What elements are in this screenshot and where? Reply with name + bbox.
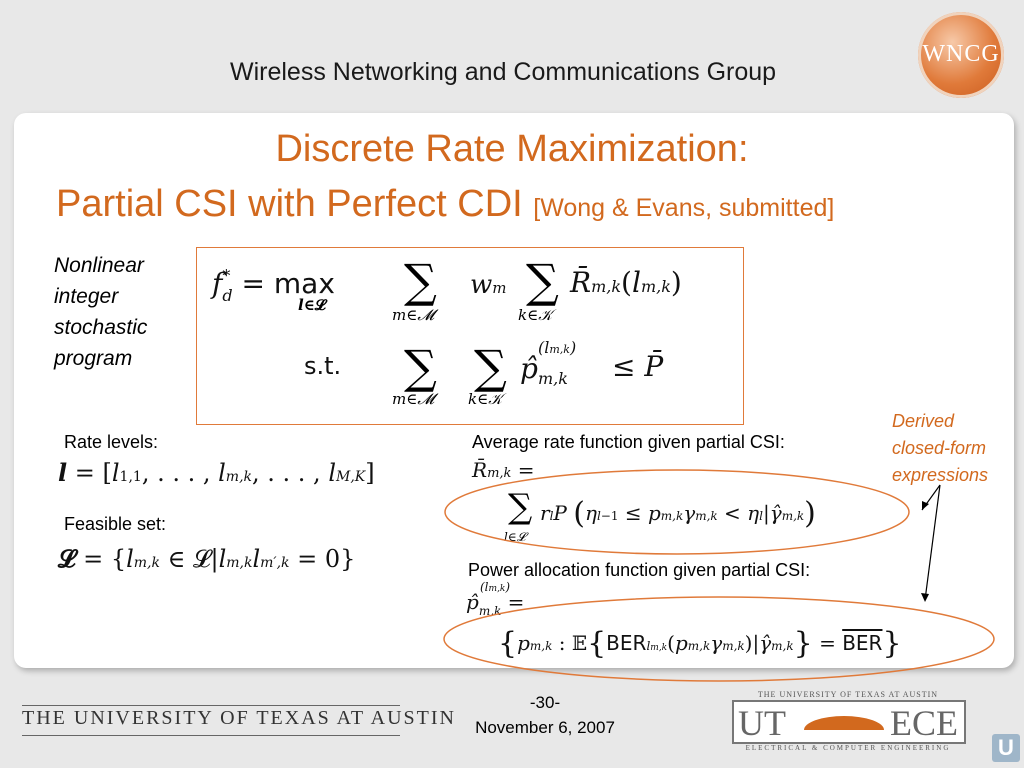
arrow-head-avg [922,501,929,510]
power-alloc-label: Power allocation function given partial … [468,560,811,580]
max-subscript: l∈𝓛 [298,296,326,314]
constraint-sum-m-symbol: ∑ [404,340,437,394]
page-info: -30- November 6, 2007 [460,690,630,740]
sum-k-symbol: ∑ [526,254,559,308]
feasible-set-label: Feasible set: [64,514,167,534]
derived-note: Derived closed-form expressions [892,411,989,485]
avg-rate-ellipse [444,469,910,555]
subject-to-label: s.t. [304,352,342,380]
feasible-set-expr: 𝓛 = {lm,k ∈ 𝓛|lm,klm′,k = 0} [58,544,356,573]
longhorn-icon [804,716,884,730]
side-note: Nonlinear integer stochastic program [54,254,148,370]
sum-m-index: m∈𝓜 [392,306,435,324]
page-number: -30- [529,693,561,712]
slide-date: November 6, 2007 [475,718,615,737]
nav-u-icon[interactable]: U [992,734,1020,762]
weight-term: wm [470,270,507,300]
constraint-sum-m-index: m∈𝓜 [392,390,435,408]
rate-levels-vector: l = [l1,1, . . . , lm,k, . . . , lM,K] [58,458,375,487]
avg-rate-label: Average rate function given partial CSI: [472,432,785,452]
constraint-sum-k-index: k∈𝒦 [468,390,503,408]
university-wordmark: THE UNIVERSITY OF TEXAS AT AUSTIN [22,707,456,729]
avg-rate-lhs: R̄m,k = [472,458,535,482]
avg-rate-sum-symbol: ∑ [508,487,533,527]
sum-m-symbol: ∑ [404,254,437,308]
sum-k-index: k∈𝒦 [518,306,553,324]
slide-title-line1: Discrete Rate Maximization: [275,128,749,170]
power-alloc-expr: {pm,k : 𝔼{BERlm,k(pm,kγm,k)|γ̂m,k} = BER… [498,626,902,661]
avg-rate-term: R̄m,k(lm,k) [570,266,682,299]
footer-rule-bottom [22,735,400,736]
slide-title-line2: Partial CSI with Perfect CDI [Wong & Eva… [56,183,835,225]
avg-rate-expr: rlP (ηl−1 ≤ pm,kγm,k < ηl|γ̂m,k) [540,496,816,531]
header-title: Wireless Networking and Communications G… [230,58,777,86]
arrow-line-power [924,484,941,601]
arrow-head-power [921,593,929,602]
power-alloc-ellipse [443,596,995,682]
footer-rule-top [22,705,400,706]
power-constraint: ≤ P̄ [612,350,664,383]
rate-levels-label: Rate levels: [64,432,159,452]
constraint-sum-k-symbol: ∑ [474,340,507,394]
ut-ece-logo: THE UNIVERSITY OF TEXAS AT AUSTIN UT ECE… [732,690,966,754]
citation: [Wong & Evans, submitted] [533,194,835,222]
wncg-logo: WNCG [918,12,1004,98]
power-term: p̂m,k(lm,k) [520,338,577,388]
optimization-problem-box [196,247,744,425]
objective-lhs: f*d = max [212,266,335,305]
